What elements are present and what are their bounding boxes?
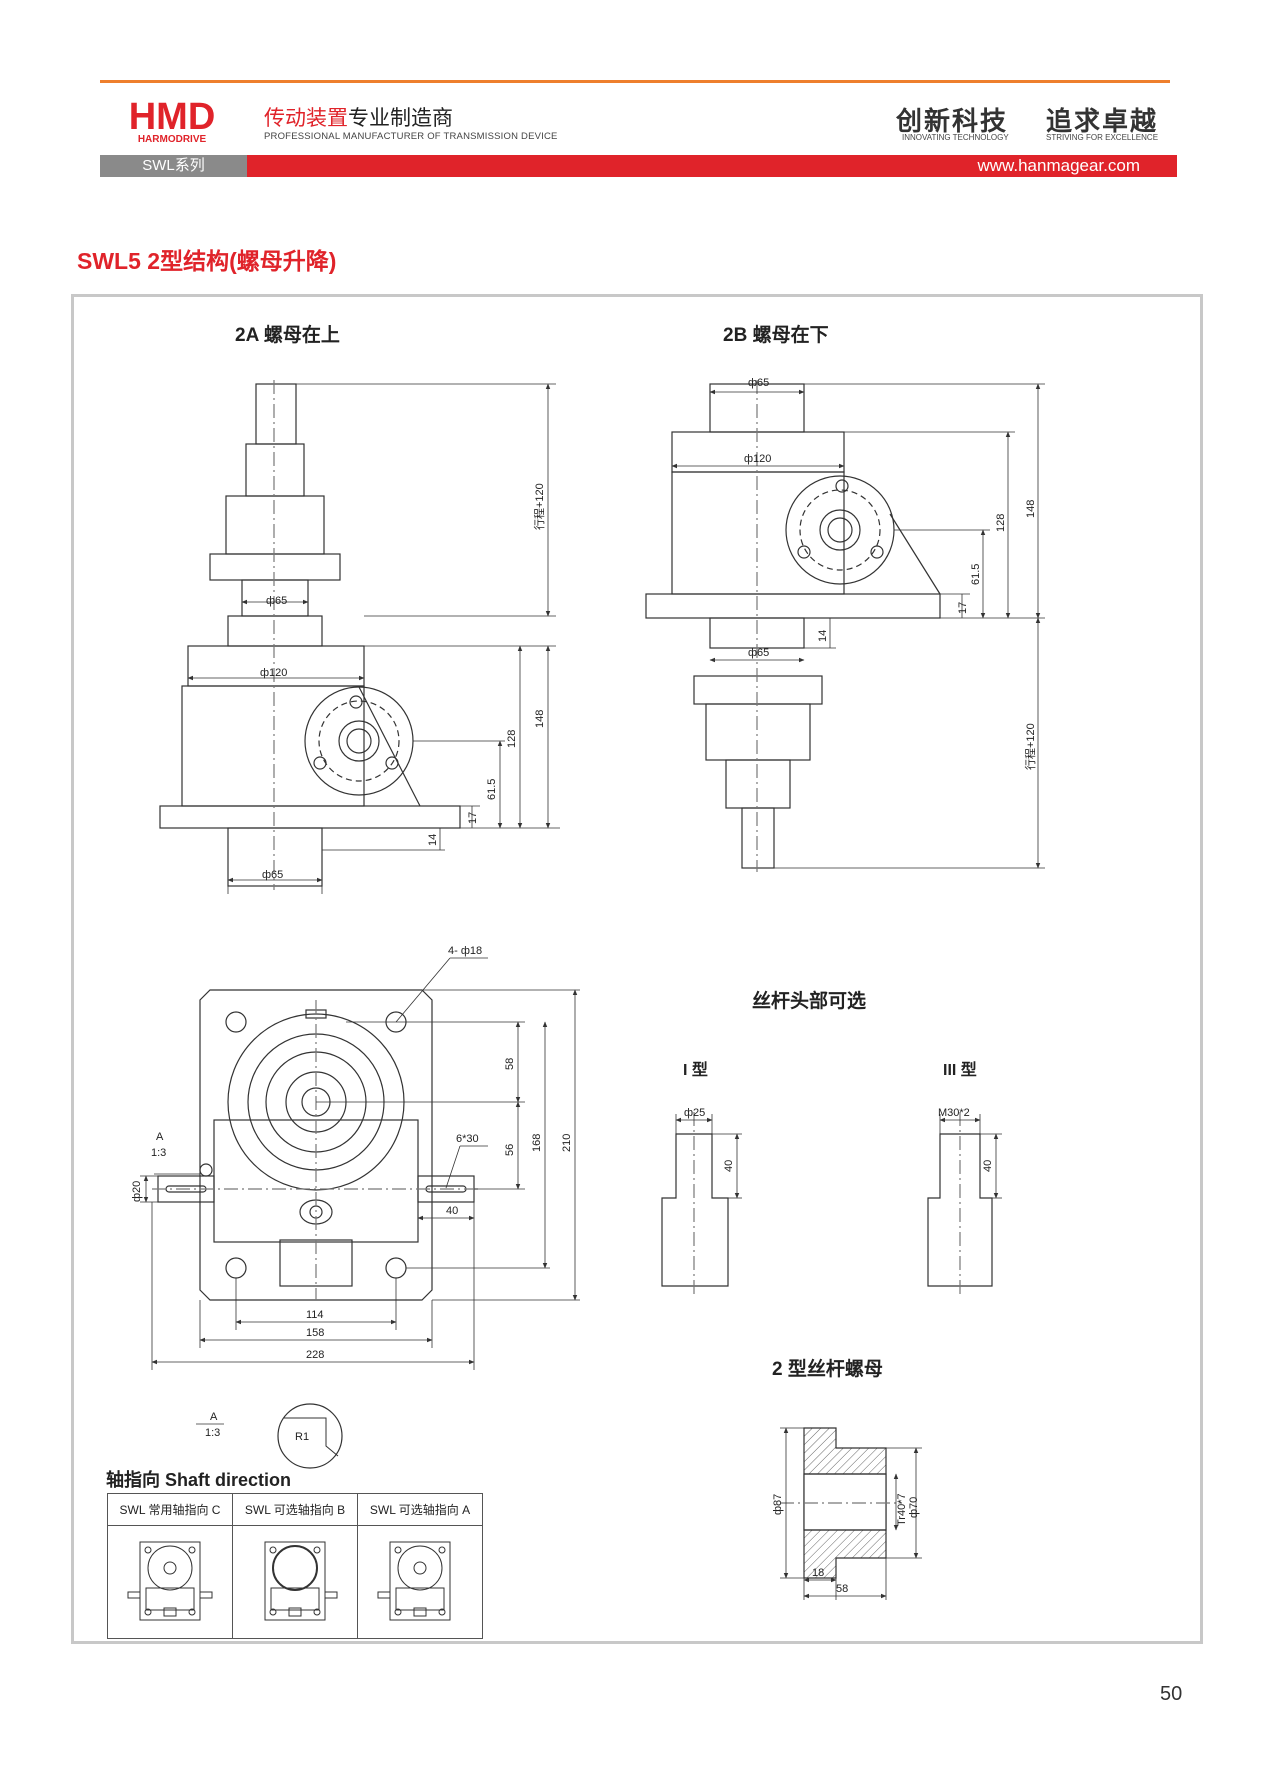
dim-2b-d65-bottom: ф65 [748,647,769,659]
logo-text: HMD [129,97,216,138]
dim-nut-len18: 18 [812,1567,824,1579]
dim-top-h56: 56 [504,1144,516,1156]
dim-2b-stroke: 行程+120 [1024,723,1037,770]
dim-2b-h128: 128 [995,514,1007,532]
dim-type-iii-len40: 40 [982,1160,994,1172]
reducer-shaft-a-icon [377,1541,451,1620]
reducer-shaft-c-icon [127,1541,213,1620]
slogan-striving: 追求卓越 [1046,107,1159,137]
dim-nut-len58: 58 [836,1583,848,1595]
dim-2a-h128: 128 [506,730,518,748]
dim-2b-h61-5: 61.5 [970,564,982,585]
dim-type-i-d25: ф25 [684,1107,705,1119]
detail-a-radius: R1 [295,1431,309,1443]
dim-2b-d65-top: ф65 [748,377,769,389]
drawing-screw-nut [780,1427,922,1600]
shaft-col-c-icon [107,1525,233,1639]
slogan-innovating: 创新科技 [896,107,1009,137]
logo-subtext: HARMODRIVE [138,134,207,145]
dim-nut-d87: ф87 [772,1494,784,1515]
dim-nut-d70: ф70 [908,1497,920,1518]
shaft-col-b-icon [232,1525,358,1639]
dim-2a-h148: 148 [534,710,546,728]
drawing-top-view [140,957,580,1370]
dim-top-h168: 168 [531,1134,543,1152]
dim-top-w114: 114 [306,1309,324,1321]
dim-type-iii-m30: M30*2 [938,1107,970,1119]
detail-a-scale: 1:3 [205,1427,220,1439]
section-screw-head-title: 丝杆头部可选 [752,991,867,1012]
drawing-type-i [661,1112,742,1295]
shaft-col-c-label: SWL 常用轴指向 C [107,1493,233,1526]
slogan-innovating-en: INNOVATING TECHNOLOGY [902,133,1009,142]
dim-nut-thread: Tr40*7 [896,1493,908,1526]
shaft-direction-table: SWL 常用轴指向 C SWL 可选轴指向 B SWL 可选轴指向 A [107,1493,483,1639]
type-i-title: I 型 [683,1062,708,1079]
shaft-col-a-label: SWL 可选轴指向 A [357,1493,483,1526]
dim-2a-h14: 14 [427,834,439,846]
dim-top-h210: 210 [561,1134,573,1152]
dim-2b-h148: 148 [1025,500,1037,518]
dim-2b-d120: ф120 [744,453,771,465]
drawing-type-iii [927,1112,1002,1295]
drawing-detail-a [196,1403,343,1469]
dim-top-detail-ref: A [156,1131,164,1143]
dim-top-len40: 40 [446,1205,458,1217]
drawing-frame [71,294,1203,1644]
dim-top-w158: 158 [306,1327,324,1339]
drawing-2b [645,380,1045,872]
dim-2a-stroke: 行程+120 [533,483,546,530]
dim-2a-d65-top: ф65 [266,595,287,607]
slogan-striving-en: STRIVING FOR EXCELLENCE [1046,133,1159,142]
drawing-2a [159,380,560,894]
shaft-col-b-label: SWL 可选轴指向 B [232,1493,358,1526]
section-2b-title: 2B 螺母在下 [723,325,829,346]
section-screw-nut-title: 2 型丝杆螺母 [772,1359,883,1380]
dim-top-h58: 58 [504,1058,516,1070]
dim-2a-d65-bottom: ф65 [262,869,283,881]
dim-2a-d120: ф120 [260,667,287,679]
header-red-bar [247,155,1177,177]
series-label: SWL系列 [100,155,247,177]
dim-top-w228: 228 [306,1349,324,1361]
dim-top-key: 6*30 [456,1133,479,1145]
header-top-rule [100,80,1170,83]
shaft-direction-title: 轴指向 Shaft direction [106,1470,292,1490]
dim-top-holes: 4- ф18 [448,945,482,957]
dim-type-i-len40: 40 [723,1160,735,1172]
website-link[interactable]: www.hanmagear.com [977,156,1140,175]
dim-2a-h17: 17 [467,812,479,824]
reducer-shaft-b-icon [264,1541,338,1620]
page-number: 50 [1160,1683,1183,1705]
section-2a-title: 2A 螺母在上 [235,325,340,346]
page-title: SWL5 2型结构(螺母升降) [77,248,337,274]
tagline-cn: 传动装置专业制造商 [264,107,453,130]
tagline-en: PROFESSIONAL MANUFACTURER OF TRANSMISSIO… [264,131,558,142]
shaft-col-a-icon [357,1525,483,1639]
type-iii-title: III 型 [943,1062,977,1079]
brand-logo: HMD HARMODRIVE [129,97,216,145]
dim-top-shaft-d20: ф20 [131,1181,143,1202]
dim-2b-h17: 17 [957,602,969,614]
dim-top-detail-scale: 1:3 [151,1147,166,1159]
detail-a-ref: A [210,1411,218,1423]
dim-2b-h14: 14 [817,630,829,642]
dim-2a-h61-5: 61.5 [486,779,498,800]
